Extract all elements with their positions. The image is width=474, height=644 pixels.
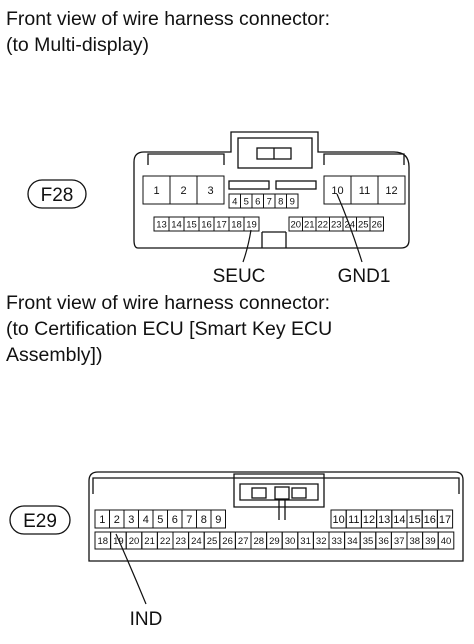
e29-pin-14-label: 14 (393, 514, 405, 526)
e29-pin-36-label: 36 (378, 536, 389, 547)
e29-pin-31-label: 31 (300, 536, 311, 547)
f28-pin-12-label: 12 (385, 185, 397, 197)
f28-pin-20-label: 20 (290, 220, 301, 231)
e29-pin-12-label: 12 (363, 514, 375, 526)
seuc-signal-label: SEUC (213, 266, 266, 287)
e29-pin-3-label: 3 (128, 514, 134, 526)
f28-pin-5-label: 5 (244, 197, 249, 208)
f28-pin-8-label: 8 (278, 197, 283, 208)
f28-pin-16-label: 16 (201, 220, 212, 231)
e29-pin-10-label: 10 (332, 514, 344, 526)
e29-latch (233, 473, 325, 508)
e29-pin-28-label: 28 (254, 536, 265, 547)
e29-housing (88, 471, 464, 562)
e29-pin-17-label: 17 (439, 514, 451, 526)
e29-pin-24-label: 24 (191, 536, 202, 547)
f28-pin-4-label: 4 (232, 197, 237, 208)
f28-pin-14-label: 14 (171, 220, 182, 231)
f28-pin-25-label: 25 (358, 220, 369, 231)
ind-signal-label: IND (130, 609, 163, 630)
f28-pin-19-cell (243, 216, 260, 232)
e29-pin-9-cell (210, 509, 226, 529)
f28-pin-23-label: 23 (331, 220, 342, 231)
e29-pin-39-label: 39 (425, 536, 436, 547)
e29-pin-40-cell (437, 531, 455, 550)
e29-pin-23-label: 23 (176, 536, 187, 547)
f28-pin-3-label: 3 (207, 185, 213, 197)
e29-pin-11-label: 11 (348, 514, 359, 526)
e29-caption-line1: Front view of wire harness connector: (6, 292, 331, 314)
e29-pin-25-label: 25 (207, 536, 218, 547)
e29-pin-19-label: 19 (113, 536, 124, 547)
f28-pin-9-label: 9 (290, 197, 295, 208)
e29-pin-22-label: 22 (160, 536, 171, 547)
e29-pin-4-label: 4 (143, 514, 149, 526)
f28-pin-3-cell (196, 175, 225, 205)
e29-pin-29-label: 29 (269, 536, 280, 547)
e29-pin-7-label: 7 (186, 514, 192, 526)
e29-pin-16-label: 16 (424, 514, 436, 526)
e29-pin-15-label: 15 (408, 514, 420, 526)
f28-connector-label: F28 (41, 185, 74, 206)
f28-pin-9-cell (286, 193, 299, 209)
f28-pin-18-label: 18 (231, 220, 242, 231)
f28-latch (237, 137, 313, 169)
gnd1-leader-line (336, 193, 363, 263)
e29-pin-27-label: 27 (238, 536, 249, 547)
ind-leader-line (115, 533, 147, 605)
e29-pin-38-label: 38 (410, 536, 421, 547)
f28-pin-19-label: 19 (246, 220, 257, 231)
e29-connector-label: E29 (23, 511, 57, 532)
e29-pin-33-label: 33 (332, 536, 343, 547)
e29-pin-17-cell (436, 509, 454, 529)
e29-pin-35-label: 35 (363, 536, 374, 547)
f28-pin-26-cell (369, 216, 384, 232)
f28-pin-17-label: 17 (216, 220, 227, 231)
e29-pin-37-label: 37 (394, 536, 405, 547)
e29-pin-34-label: 34 (347, 536, 358, 547)
e29-pin-26-label: 26 (222, 536, 233, 547)
e29-pin-21-label: 21 (144, 536, 155, 547)
e29-pin-30-label: 30 (285, 536, 296, 547)
f28-label-capsule (27, 179, 87, 209)
e29-pin-18-label: 18 (98, 536, 109, 547)
f28-pin-26-label: 26 (371, 220, 382, 231)
e29-caption-line2: (to Certification ECU [Smart Key ECU (6, 318, 333, 340)
e29-pin-2-label: 2 (114, 514, 120, 526)
f28-pin-2-label: 2 (180, 185, 186, 197)
f28-pin-1-label: 1 (153, 185, 159, 197)
f28-pin-13-label: 13 (156, 220, 167, 231)
f28-housing (133, 131, 410, 249)
e29-pin-6-label: 6 (172, 514, 178, 526)
f28-pin-6-label: 6 (255, 197, 260, 208)
f28-pin-11-label: 11 (359, 185, 370, 197)
f28-pin-22-label: 22 (317, 220, 328, 231)
gnd1-signal-label: GND1 (338, 266, 391, 287)
e29-pin-32-label: 32 (316, 536, 327, 547)
e29-pin-13-label: 13 (378, 514, 390, 526)
e29-pin-8-label: 8 (201, 514, 207, 526)
f28-pin-21-label: 21 (304, 220, 315, 231)
f28-pin-15-label: 15 (186, 220, 197, 231)
e29-pin-40-label: 40 (441, 536, 452, 547)
e29-pin-1-label: 1 (99, 514, 105, 526)
e29-caption-line3: Assembly]) (6, 344, 103, 366)
e29-pin-20-label: 20 (129, 536, 140, 547)
f28-pin-7-label: 7 (267, 197, 272, 208)
seuc-leader-line (242, 229, 252, 263)
e29-pin-9-label: 9 (215, 514, 221, 526)
f28-pin-12-cell (377, 175, 406, 205)
f28-caption-line2: (to Multi-display) (6, 34, 150, 56)
e29-pin-5-label: 5 (157, 514, 163, 526)
e29-label-capsule (9, 505, 71, 535)
f28-caption-line1: Front view of wire harness connector: (6, 8, 331, 30)
f28-pin-10-label: 10 (331, 185, 343, 197)
